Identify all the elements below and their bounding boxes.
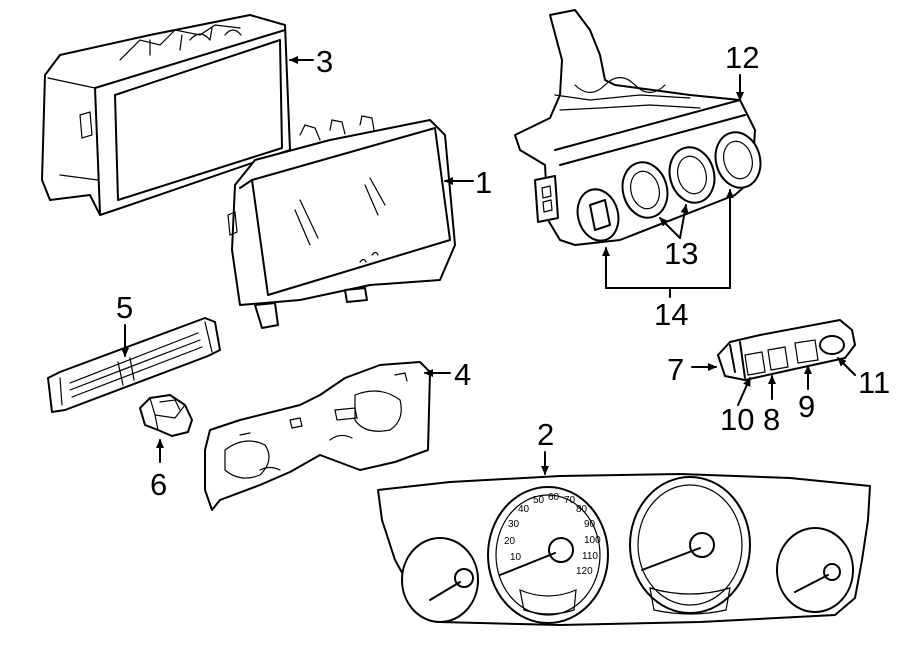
callout-7: 7 — [667, 352, 684, 387]
trim-strip — [47, 317, 221, 413]
callout-12: 12 — [725, 40, 759, 75]
callout-5: 5 — [116, 290, 133, 325]
callout-2: 2 — [537, 417, 554, 452]
speedo-label-30: 30 — [508, 519, 520, 530]
bulb-socket — [139, 394, 193, 437]
callout-8: 8 — [763, 402, 780, 437]
speedo-label-60: 60 — [548, 492, 560, 503]
speedo-label-50: 50 — [533, 495, 545, 506]
speedo-label-80: 80 — [576, 504, 588, 515]
speedo-label-100: 100 — [584, 535, 601, 546]
callout-13: 13 — [664, 236, 698, 271]
callout-14: 14 — [654, 297, 688, 332]
callout-9: 9 — [798, 389, 815, 424]
leader-lines — [121, 56, 856, 475]
speedo-label-70: 70 — [564, 495, 576, 506]
callout-3: 3 — [316, 44, 333, 79]
speedo-label-40: 40 — [518, 504, 530, 515]
callout-4: 4 — [454, 357, 471, 392]
callout-11: 11 — [858, 365, 890, 400]
callout-1: 1 — [475, 165, 492, 200]
speedo-label-90: 90 — [584, 519, 596, 530]
instrument-cluster-face: 10 20 30 40 50 60 70 80 90 100 110 120 — [377, 473, 871, 626]
callout-10: 10 — [720, 402, 754, 437]
speedo-label-110: 110 — [582, 551, 598, 562]
switch-bank — [717, 319, 856, 381]
climate-control-assembly — [514, 9, 762, 246]
callout-6: 6 — [150, 467, 167, 502]
printed-circuit — [204, 361, 431, 511]
cluster-lens — [227, 115, 456, 329]
cluster-rear-housing — [41, 14, 291, 216]
speedo-label-10: 10 — [510, 552, 522, 563]
speedo-label-20: 20 — [504, 536, 516, 547]
speedo-label-120: 120 — [576, 566, 593, 577]
